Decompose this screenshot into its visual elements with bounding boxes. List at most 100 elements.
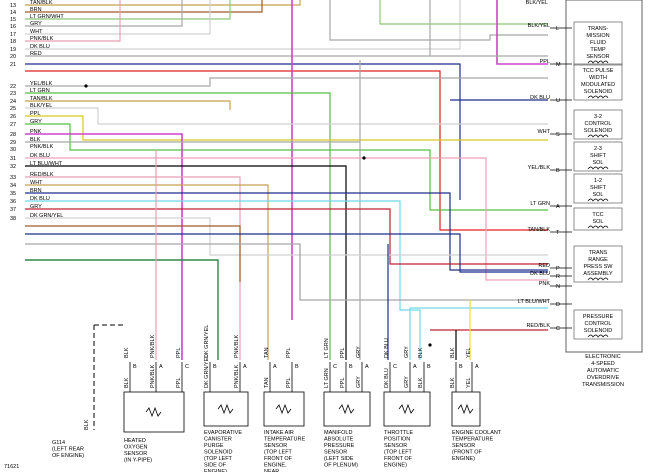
sensor-wire-label-bottom: GRY <box>356 376 362 388</box>
splice-dot <box>362 156 366 160</box>
sensor-box <box>203 391 249 427</box>
trans-pin: U <box>556 98 560 104</box>
wire-trace <box>25 233 548 273</box>
sensor-wire-label-top: PPL <box>286 348 292 358</box>
sensor-pin: B <box>213 364 217 370</box>
connector-pin: 19 <box>10 47 16 53</box>
connector-wire-label: RED <box>30 51 42 57</box>
trans-wire-label: PNK <box>539 281 551 287</box>
wire-trace <box>25 0 121 42</box>
resistor-icon <box>338 403 355 415</box>
resistor-icon <box>398 403 415 415</box>
wire-trace <box>25 176 241 360</box>
sensor-wire-label-top: GRY <box>356 346 362 358</box>
splice-dot <box>428 343 432 347</box>
wire-trace <box>496 0 548 65</box>
connector-wire-label: BRN <box>30 7 42 13</box>
coil-icon <box>587 134 609 138</box>
wire-trace <box>25 259 219 360</box>
trans-wire-label: YEL/BLK <box>528 165 551 171</box>
coil-icon <box>587 277 609 281</box>
sensor-wire-label-top: GRY <box>404 346 410 358</box>
connector-wire-label: PNK/BLK <box>30 144 54 150</box>
trans-pin: D <box>556 302 560 308</box>
trans-pin: P <box>556 266 560 272</box>
connector-wire-label: BLK <box>30 137 41 143</box>
connector-wire-label: GRY <box>30 21 42 27</box>
trans-component-box <box>573 309 623 340</box>
connector-wire-label: PPL <box>30 111 40 117</box>
trans-wire-label: DK BLU <box>530 271 550 277</box>
wire-trace <box>25 100 231 110</box>
wire-trace <box>25 123 548 211</box>
connector-pin: 25 <box>10 106 16 112</box>
trans-wire-label: PPL <box>540 59 550 65</box>
sensor-pin: C <box>333 364 337 370</box>
sensor-pin: A <box>475 364 479 370</box>
sensor-wire-label-top: DK BLU <box>384 338 390 358</box>
sensor-wire-label-bottom: BLK <box>450 377 456 388</box>
sensor-pin: C <box>393 364 397 370</box>
trans-wire-label: RED <box>538 263 550 269</box>
sensor-pin: B <box>427 364 431 370</box>
coil-icon <box>587 60 609 64</box>
wire-trace <box>25 107 548 125</box>
connector-pin: 27 <box>10 122 16 128</box>
connector-pin: 14 <box>10 10 16 16</box>
trans-wire-label: LT GRN <box>530 201 550 207</box>
connector-wire-label: TAN/BLK <box>30 0 53 6</box>
sensor-wire-label-bottom: PPL <box>176 378 182 388</box>
wire-trace <box>25 0 461 50</box>
sensor-wire-label-bottom: BLK <box>418 377 424 388</box>
wire-trace <box>25 70 548 231</box>
sensor-wire-label-top: DK GRN/YEL <box>204 325 210 358</box>
connector-pin: 38 <box>10 216 16 222</box>
sensor-box <box>383 391 431 427</box>
trans-top-wire-label: BLK/YEL <box>526 0 548 6</box>
connector-pin: 28 <box>10 132 16 138</box>
sensor-wire-label-bottom: LT GRN <box>324 368 330 388</box>
resistor-icon <box>145 406 162 418</box>
sensor-wire-label-bottom: GRY <box>404 376 410 388</box>
trans-component-box <box>573 173 623 204</box>
ground-wire-label: BLK <box>84 419 90 430</box>
connector-wire-label: LT GRN/WHT <box>30 14 64 20</box>
wire-trace <box>379 0 548 25</box>
sensor-pin: A <box>243 364 247 370</box>
wire-trace <box>25 63 461 200</box>
trans-component-box <box>573 141 623 172</box>
connector-pin: 32 <box>10 164 16 170</box>
connector-pin: 23 <box>10 91 16 97</box>
connector-wire-label: GRY <box>30 204 42 210</box>
trans-pin: L <box>556 26 559 32</box>
transmission-outline <box>565 0 643 353</box>
sensor-pin: B <box>133 364 137 370</box>
wire-trace <box>25 0 431 57</box>
wire-trace <box>25 200 421 360</box>
connector-pin: 24 <box>10 99 16 105</box>
trans-component-box <box>573 21 623 66</box>
sensor-wire-label-bottom: BLK <box>124 377 130 388</box>
sensor-wire-label-bottom: PPL <box>286 378 292 388</box>
connector-pin: 33 <box>10 175 16 181</box>
sensor-pin: B <box>349 364 353 370</box>
sensor-wire-label-top: PNK/BLK <box>234 334 240 358</box>
sensor-wire-label-top: PPL <box>340 348 346 358</box>
trans-component-box <box>573 245 623 283</box>
trans-wire-label: BLK/YEL <box>528 23 550 29</box>
connector-pin: 37 <box>10 207 16 213</box>
connector-pin: 21 <box>10 62 16 68</box>
wire-trace <box>25 225 241 282</box>
sensor-wire-label-bottom: PNK/BLK <box>234 364 240 388</box>
coil-icon <box>587 198 609 202</box>
